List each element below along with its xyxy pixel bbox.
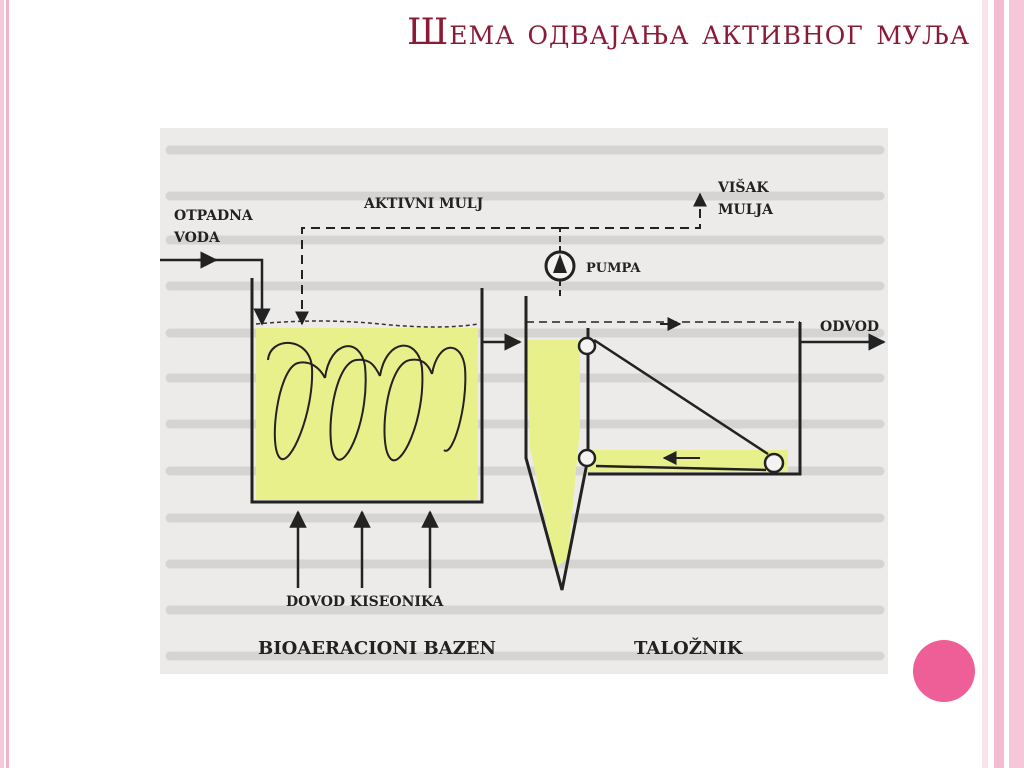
return-sludge-label: AKTIVNI MULJ	[363, 196, 484, 212]
inflow-label-1: OTPADNA	[174, 208, 254, 224]
diagram-figure: OTPADNA VODA AKTIVNI MULJ VIŠAK MULJA PU…	[160, 128, 888, 674]
activated-sludge-diagram: OTPADNA VODA AKTIVNI MULJ VIŠAK MULJA PU…	[160, 145, 886, 661]
aeration-tank	[250, 278, 484, 504]
aeration-spirals	[267, 342, 467, 462]
excess-sludge-line	[560, 192, 707, 229]
slide-title: Шема одвајања активног муља	[407, 12, 970, 53]
oxygen-supply-arrows	[289, 510, 439, 588]
excess-sludge-label-2: MULJA	[718, 202, 774, 218]
clarifier-fluid	[526, 340, 580, 568]
scraper-chain	[577, 336, 785, 474]
pump-icon	[544, 250, 576, 282]
slide-border-right	[982, 0, 1024, 768]
pump-label: PUMPA	[586, 261, 641, 276]
outflow-label: ODVOD	[820, 319, 879, 335]
clarifier	[524, 296, 590, 591]
slide-border-left	[0, 0, 12, 768]
aeration-tank-label: BIOAERACIONI BAZEN	[258, 638, 496, 659]
oxygen-supply-label: DOVOD KISEONIKA	[286, 594, 445, 610]
aeration-tank-fluid	[256, 328, 478, 500]
return-sludge-line	[295, 227, 560, 326]
clarifier-label: TALOŽNIK	[634, 636, 744, 659]
decorative-pink-dot	[913, 640, 975, 702]
inflow-pipe	[160, 258, 271, 326]
excess-sludge-label-1: VIŠAK	[717, 178, 769, 196]
inflow-label-2: VODA	[173, 230, 221, 246]
